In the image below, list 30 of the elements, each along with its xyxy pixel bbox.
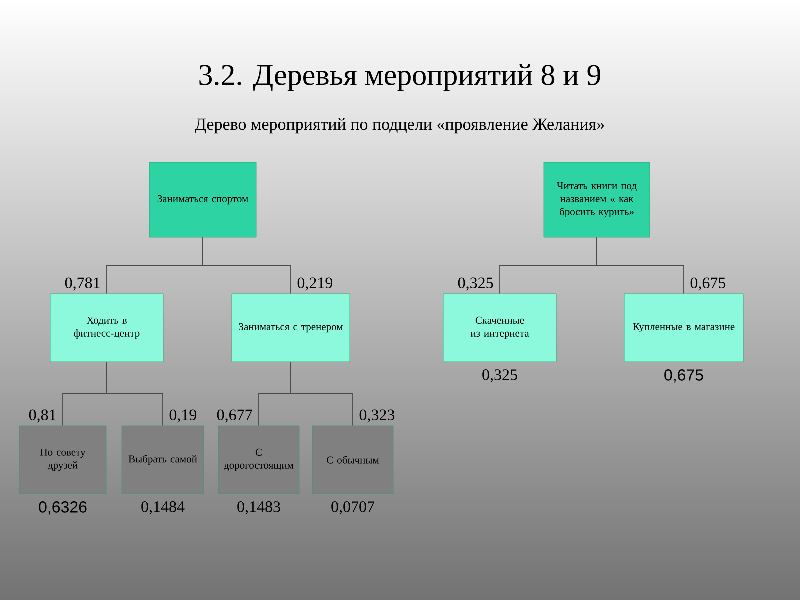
edge-label: 0,81 bbox=[29, 410, 56, 423]
edge-label: 0,677 bbox=[217, 410, 252, 423]
probability-value: 0,675 bbox=[664, 370, 704, 383]
edge-label: 0,323 bbox=[360, 410, 395, 423]
goal-box: Читать книги под названием « как бросить курить» bbox=[544, 162, 650, 238]
option-box: По совету друзей bbox=[19, 426, 107, 494]
edge-label: 0,219 bbox=[298, 278, 333, 291]
goal-box: Заниматься спортом bbox=[149, 162, 257, 238]
slide-title: 3.2. Деревья мероприятий 8 и 9 bbox=[200, 64, 601, 92]
activity-box: Ходить в фитнесс-центр bbox=[50, 294, 164, 362]
activity-box: Купленные в магазине bbox=[624, 294, 744, 362]
tree-connector bbox=[106, 362, 164, 426]
option-box: Выбрать самой bbox=[122, 426, 204, 494]
probability-value: 0,1484 bbox=[142, 502, 185, 515]
tree-connector bbox=[596, 237, 684, 294]
edge-label: 0,19 bbox=[170, 410, 197, 423]
edge-label: 0,675 bbox=[690, 278, 726, 291]
edge-label: 0,325 bbox=[458, 278, 494, 291]
activity-box: Заниматься с тренером bbox=[232, 294, 350, 362]
option-box: С обычным bbox=[312, 426, 394, 494]
subtitle: Дерево мероприятий по подцели «проявление Желания» bbox=[195, 118, 604, 134]
option-box: С дорогостоящим bbox=[218, 426, 300, 494]
probability-value: 0,325 bbox=[482, 370, 518, 383]
probability-value: 0,0707 bbox=[332, 502, 375, 515]
edge-label: 0,781 bbox=[65, 278, 100, 291]
tree-connector bbox=[290, 362, 354, 426]
probability-value: 0,6326 bbox=[39, 502, 87, 515]
tree-connector bbox=[202, 237, 292, 294]
probability-value: 0,1483 bbox=[238, 502, 280, 515]
activity-box: Скаченные из интернета bbox=[443, 294, 557, 362]
